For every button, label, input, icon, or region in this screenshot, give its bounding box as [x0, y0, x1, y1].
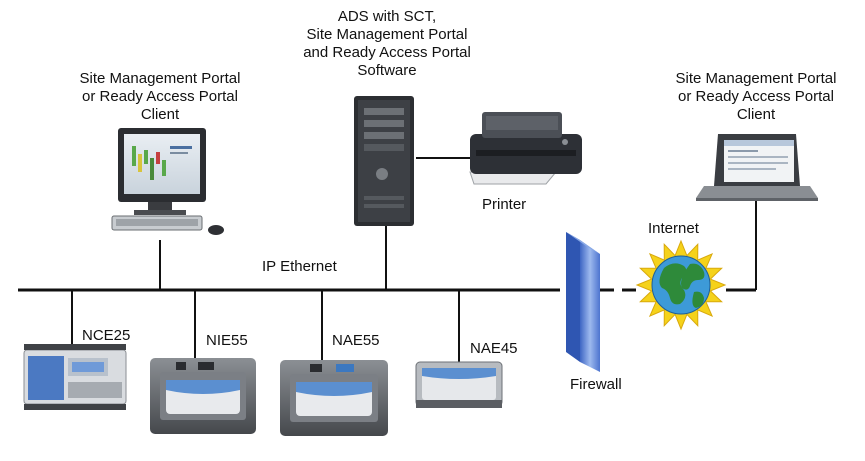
nce25-label: NCE25: [82, 327, 131, 344]
printer-icon: [469, 112, 582, 185]
globe-land-west: [659, 263, 687, 305]
globe-land-east: [681, 263, 705, 308]
client-left-label: Site Management Portal or Ready Access P…: [50, 70, 270, 124]
firewall-icon: [566, 232, 600, 372]
client-left-label-line-3: Client: [140, 106, 180, 123]
printer-label: Printer: [482, 196, 527, 213]
server-label-line-3: and Ready Access Portal: [303, 44, 471, 61]
server-label: ADS with SCT, Site Management Portal and…: [272, 8, 502, 80]
client-right-label-line-2: or Ready Access Portal: [678, 88, 834, 105]
firewall-label: Firewall: [570, 376, 622, 393]
server-label-line-1: ADS with SCT,: [337, 8, 437, 25]
internet-globe-icon: [635, 239, 727, 331]
client-desktop-icon: [111, 128, 224, 235]
client-right-label-line-3: Client: [736, 106, 776, 123]
nae55-device-icon: [280, 360, 388, 436]
client-right-label-line-1: Site Management Portal: [675, 70, 837, 87]
internet-label: Internet: [648, 220, 699, 237]
nae45-device-icon: [415, 361, 503, 408]
nie55-device-icon: [150, 358, 256, 434]
server-label-line-2: Site Management Portal: [306, 26, 468, 43]
network-lines: [18, 157, 757, 362]
server-tower-icon: [354, 96, 414, 226]
server-label-line-4: Software: [357, 62, 417, 79]
nce25-device-icon: [23, 344, 127, 410]
network-label: IP Ethernet: [262, 258, 337, 275]
nae45-label: NAE45: [470, 340, 518, 357]
client-left-label-line-1: Site Management Portal: [79, 70, 241, 87]
nie55-label: NIE55: [206, 332, 248, 349]
laptop-icon: [696, 134, 818, 201]
nae55-label: NAE55: [332, 332, 380, 349]
client-right-label: Site Management Portal or Ready Access P…: [646, 70, 865, 124]
client-left-label-line-2: or Ready Access Portal: [82, 88, 238, 105]
